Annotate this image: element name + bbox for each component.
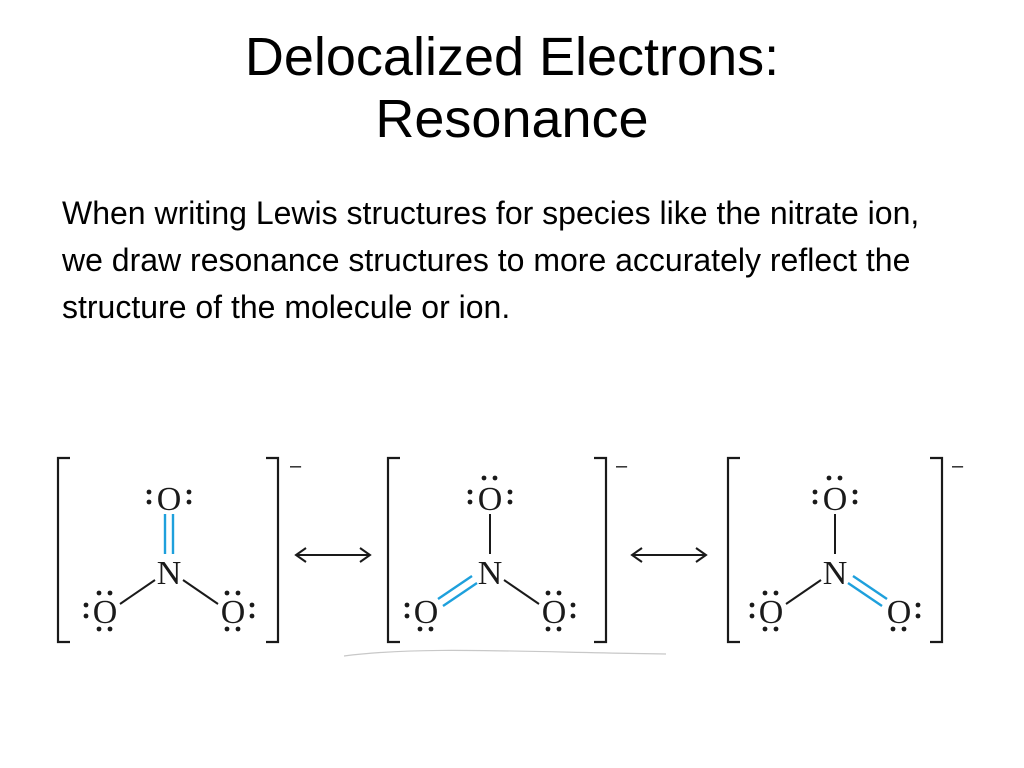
title-line-2: Resonance <box>375 89 649 149</box>
body-paragraph: When writing Lewis structures for specie… <box>62 195 920 325</box>
right-bracket <box>930 456 944 644</box>
resonance-arrow-1 <box>294 547 372 563</box>
oxygen-top: O <box>157 481 182 518</box>
left-bracket <box>56 456 70 644</box>
resonance-structure-1: – O N O O <box>56 455 302 644</box>
right-bracket <box>266 456 280 644</box>
right-bracket <box>594 456 608 644</box>
resonance-structure-3: – O N O O <box>726 455 964 644</box>
single-bond-right <box>503 579 540 605</box>
oxygen-right: O <box>887 594 912 631</box>
oxygen-left: O <box>414 594 439 631</box>
scan-artifact-line <box>343 649 667 657</box>
double-bond-right <box>852 575 888 600</box>
ion-charge: – <box>952 455 964 477</box>
oxygen-right: O <box>542 594 567 631</box>
resonance-arrow-2 <box>630 547 708 563</box>
ion-charge: – <box>290 455 302 477</box>
oxygen-left: O <box>93 594 118 631</box>
nitrogen-center: N <box>478 555 503 592</box>
title-line-1: Delocalized Electrons: <box>244 27 780 87</box>
nitrogen-center: N <box>823 555 848 592</box>
left-bracket <box>386 456 400 644</box>
double-bond-left <box>437 575 473 600</box>
oxygen-left: O <box>759 594 784 631</box>
nitrogen-center: N <box>157 555 182 592</box>
left-bracket <box>726 456 740 644</box>
resonance-structure-2: – O N O O <box>386 455 628 644</box>
resonance-svg: – O N O O <box>56 455 964 657</box>
single-bond-left <box>119 579 156 605</box>
oxygen-right: O <box>221 594 246 631</box>
single-bond-left <box>785 579 822 605</box>
oxygen-top: O <box>823 481 848 518</box>
single-bond-right <box>182 579 219 605</box>
nitrate-resonance-diagram: – O N O O <box>0 430 1024 670</box>
ion-charge: – <box>616 455 628 477</box>
oxygen-top: O <box>478 481 503 518</box>
slide-title: Delocalized Electrons: Resonance <box>0 26 1024 150</box>
